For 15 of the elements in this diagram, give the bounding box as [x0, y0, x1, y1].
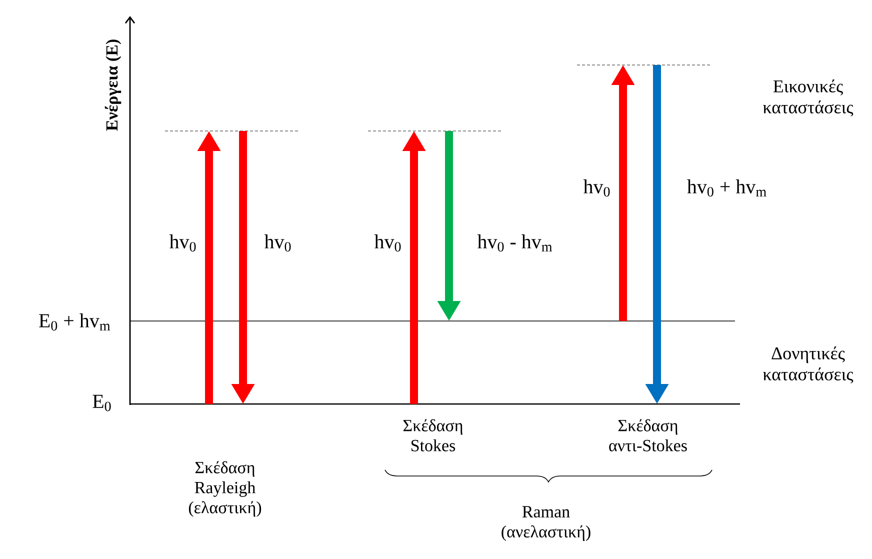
scattering-label: Σκέδαση Stokes: [403, 419, 462, 452]
transition-label: hv$_{0}$: [169, 234, 196, 252]
level-label: E$_{0}$: [92, 394, 111, 412]
scattering-label: Σκέδαση αντι-Stokes: [609, 419, 687, 452]
transition-label: hv$_{0}$: [374, 234, 401, 252]
transition-label: hv$_{0}$: [264, 234, 291, 252]
scattering-label: Raman (ανελαστική): [502, 506, 590, 541]
transition-label: hv$_{0}$ - hv$_{m}$: [477, 234, 552, 252]
axis-label: Ενέργεια (E): [104, 40, 122, 131]
level-label: E$_{0}$ + hv$_{m}$: [39, 313, 110, 331]
transition-label: hv$_{0}$ + hv$_{m}$: [687, 179, 766, 197]
transition-label: hv$_{0}$: [583, 179, 610, 197]
level-label: Δονητικές καταστάσεις: [763, 346, 854, 384]
level-label: Εικονικές καταστάσεις: [763, 80, 854, 116]
scattering-label: Σκέδαση Rayleigh (ελαστική): [188, 461, 262, 517]
